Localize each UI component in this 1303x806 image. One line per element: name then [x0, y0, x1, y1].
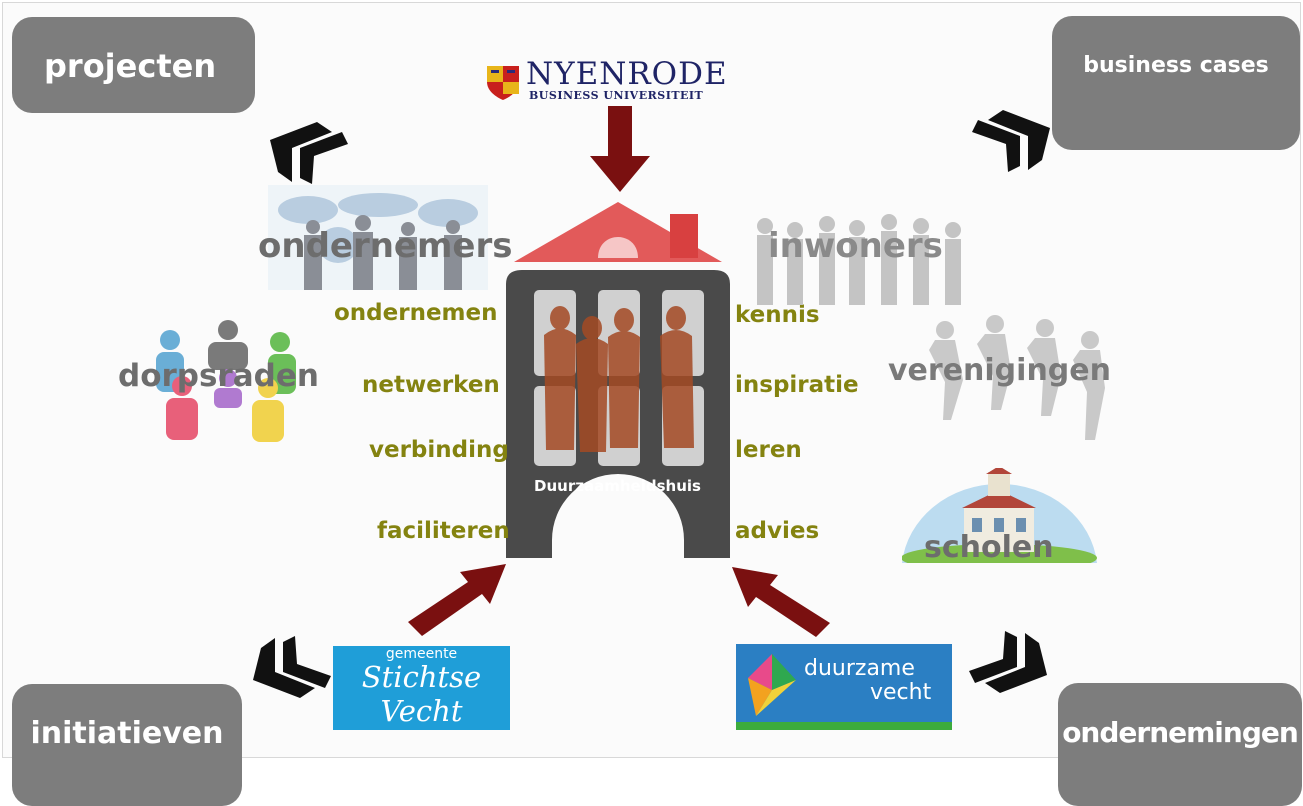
duurzame-vecht-green-bar: [736, 722, 952, 730]
dorpsraden-image: [156, 320, 296, 442]
corner-ondernemingen: ondernemingen: [1058, 683, 1302, 806]
chevron-top-right-icon: [972, 110, 1050, 172]
corner-business-cases: business cases: [1052, 16, 1300, 150]
label-kennis: kennis: [735, 302, 820, 328]
corner-initiatieven: initiatieven: [12, 684, 242, 806]
label-verbinding: verbinding: [369, 437, 509, 463]
label-advies: advies: [735, 518, 820, 544]
inwoners-image: [757, 214, 961, 305]
group-scholen: scholen: [924, 530, 1054, 565]
label-faciliteren: faciliteren: [377, 518, 510, 544]
duurzame-line2: vecht: [870, 680, 932, 705]
label-leren: leren: [735, 437, 802, 463]
verenigingen-image: [929, 315, 1105, 440]
chevron-bottom-right-icon: [969, 631, 1047, 693]
label-ondernemen: ondernemen: [334, 300, 498, 326]
stichtse-line3: Vecht: [380, 694, 463, 728]
chevron-bottom-left-icon: [253, 636, 331, 698]
arrow-right-up-icon: [732, 567, 830, 637]
nyenrode-subtitle: BUSINESS UNIVERSITEIT: [529, 89, 704, 102]
duurzame-vecht-kite-icon: [748, 654, 796, 716]
group-dorpsraden: dorpsraden: [118, 358, 319, 394]
label-inspiratie: inspiratie: [735, 372, 859, 398]
arrow-left-up-icon: [408, 564, 506, 636]
label-netwerken: netwerken: [362, 372, 500, 398]
stichtse-vecht-logo: [333, 646, 510, 730]
duurzame-line1: duurzame: [804, 656, 915, 681]
stichtse-line2: Stichtse: [361, 660, 482, 694]
house-label: Duurzaamheidshuis: [534, 477, 701, 495]
ondernemers-image: [268, 185, 488, 290]
arrow-down-icon: [590, 106, 650, 192]
scholen-image: [902, 468, 1097, 563]
stichtse-line1: gemeente: [385, 646, 458, 662]
nyenrode-crest-icon: [487, 66, 519, 100]
group-verenigingen: verenigingen: [888, 353, 1111, 388]
duurzaamheidshuis-house: [506, 202, 730, 558]
chevron-top-left-icon: [270, 122, 348, 184]
corner-projecten: projecten: [12, 17, 255, 113]
group-inwoners: inwoners: [768, 226, 943, 266]
group-ondernemers: ondernemers: [258, 226, 513, 266]
nyenrode-name: NYENRODE: [526, 56, 728, 92]
